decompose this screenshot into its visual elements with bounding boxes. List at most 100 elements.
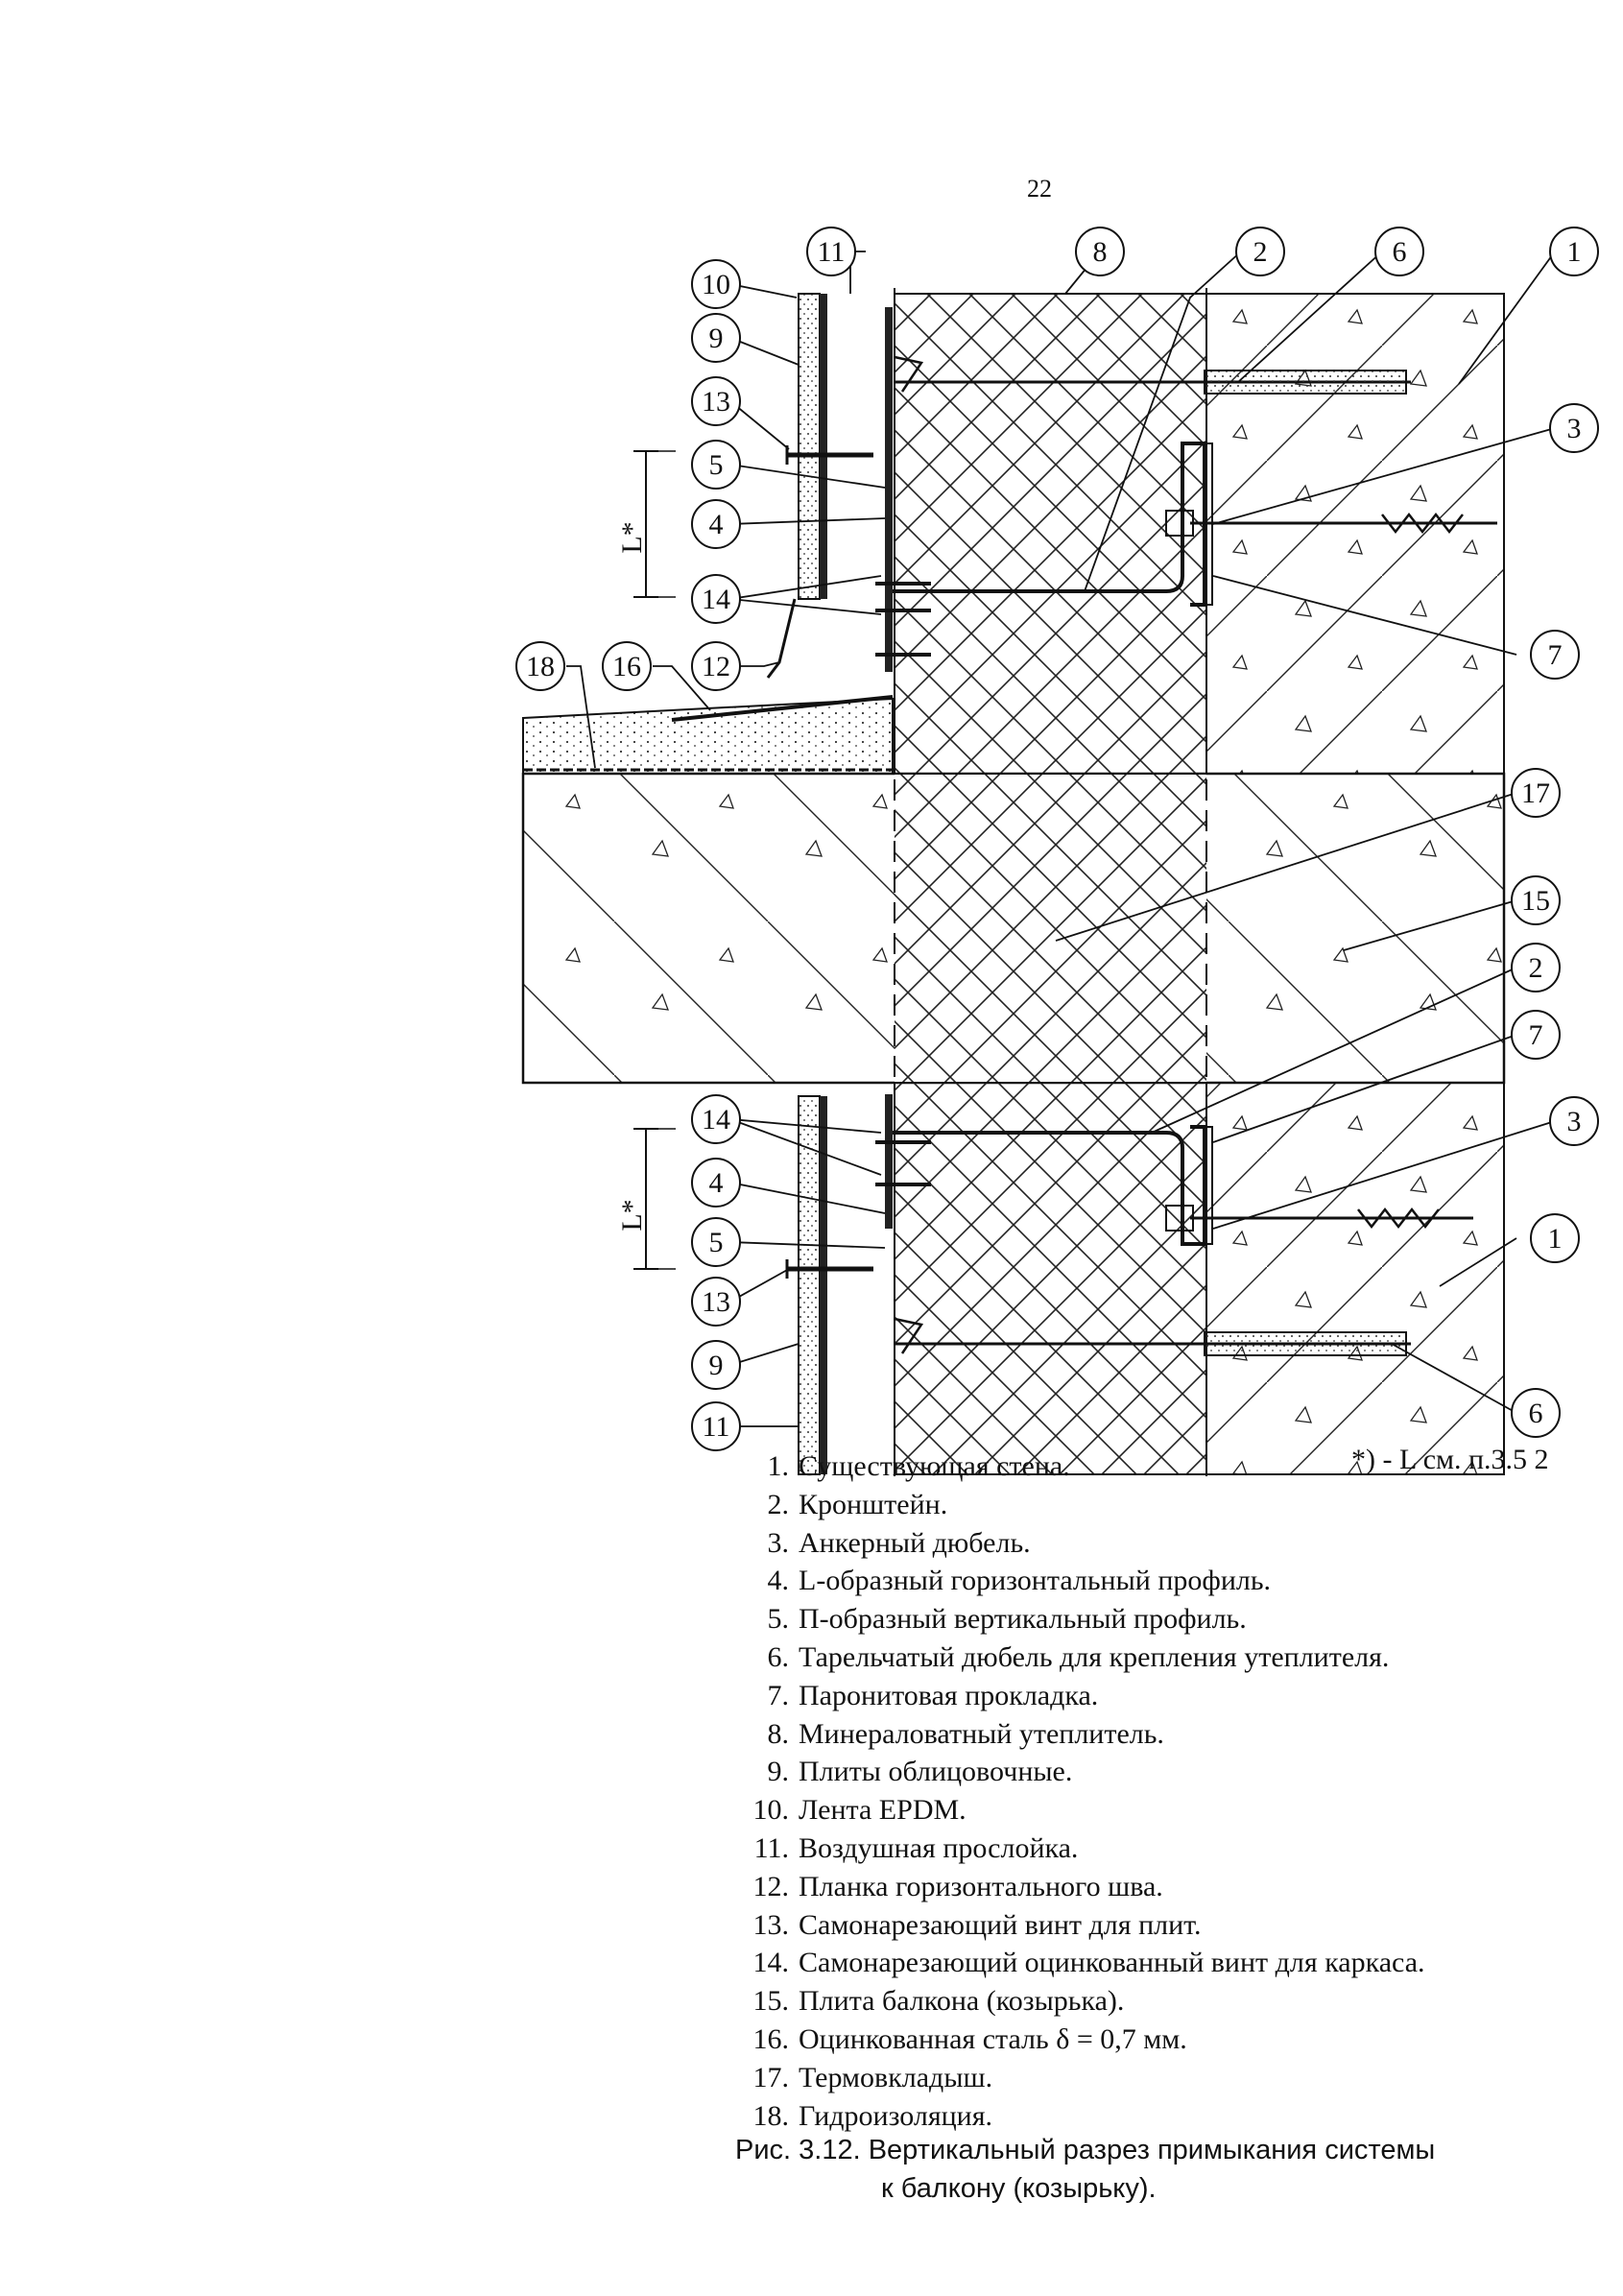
callout-17: 17: [1511, 768, 1561, 818]
legend-item: 17. Термовкладыш.: [739, 2059, 1425, 2097]
legend-item-text: Минераловатный утеплитель.: [799, 1717, 1164, 1750]
legend-item-text: Паронитовая прокладка.: [799, 1679, 1099, 1711]
legend-item-text: Оцинкованная сталь δ = 0,7 мм.: [799, 2022, 1187, 2055]
svg-text:5: 5: [709, 1227, 724, 1258]
svg-text:12: 12: [702, 651, 730, 682]
legend-item-number: 8.: [767, 1717, 790, 1750]
existing-wall-upper: [1205, 293, 1505, 775]
footnote: *) - L см. п.3.5 2: [1351, 1444, 1549, 1475]
legend-item-number: 7.: [767, 1679, 790, 1711]
callout-11-upper: 11: [806, 227, 856, 276]
legend-item: 14.Самонарезающий оцинкованный винт для …: [739, 1944, 1425, 1982]
svg-text:2: 2: [1529, 952, 1543, 984]
legend-item-text: Гидроизоляция.: [799, 2099, 993, 2132]
svg-text:4: 4: [709, 509, 724, 540]
cladding-panel-upper: [798, 293, 821, 600]
legend-item-text: Кронштейн.: [799, 1488, 948, 1520]
svg-text:10: 10: [702, 269, 730, 300]
legend-item-number: 1.: [767, 1450, 790, 1482]
anchor-dowel-lower: [1165, 1205, 1473, 1232]
callout-13-lower: 13: [691, 1277, 741, 1327]
anchor-dowel-upper: [1165, 510, 1497, 537]
panel-screw-lower: [785, 1259, 873, 1279]
svg-text:1: 1: [1567, 236, 1582, 268]
svg-text:14: 14: [702, 1104, 730, 1136]
legend-item-text: Существующая стена.: [799, 1450, 1070, 1482]
svg-text:7: 7: [1548, 639, 1563, 671]
legend-item: 9. Плиты облицовочные.: [739, 1753, 1425, 1791]
legend-item: 10. Лента EPDM.: [739, 1791, 1425, 1830]
legend-item-text: Плита балкона (козырька).: [799, 1985, 1125, 2018]
dimension-label-lower: L*: [616, 1199, 648, 1231]
legend-item: 2. Кронштейн.: [739, 1486, 1425, 1524]
legend-item-number: 4.: [767, 1565, 790, 1597]
svg-text:1: 1: [1548, 1223, 1563, 1255]
legend-item-number: 3.: [767, 1526, 790, 1559]
callout-7-lower: 7: [1511, 1010, 1561, 1060]
svg-text:9: 9: [709, 323, 724, 354]
thermal-insert-hatch: [895, 774, 1206, 1083]
galvanized-flashing: [671, 695, 894, 722]
svg-text:6: 6: [1529, 1398, 1543, 1429]
legend-item-number: 16.: [752, 2022, 790, 2055]
legend-item-text: L-образный горизонтальный профиль.: [799, 1565, 1272, 1597]
legend-item-number: 12.: [752, 1870, 790, 1902]
callout-1-lower: 1: [1530, 1213, 1580, 1263]
paronite-gasket-lower: [1204, 1126, 1213, 1245]
horizontal-joint-strip: [766, 598, 797, 679]
callout-4-upper: 4: [691, 499, 741, 549]
legend-item-number: 17.: [752, 2061, 790, 2093]
svg-text:11: 11: [703, 1411, 730, 1443]
legend-item: 7. Паронитовая прокладка.: [739, 1677, 1425, 1715]
vertical-profile-upper: [885, 307, 893, 672]
legend-item-number: 6.: [767, 1640, 790, 1673]
legend-item-text: Самонарезающий винт для плит.: [799, 1908, 1202, 1941]
legend-item-text: Термовкладыш.: [799, 2061, 993, 2093]
callout-14-lower: 14: [691, 1094, 741, 1144]
insulation-lower: [894, 1082, 1207, 1475]
legend-item-number: 14.: [752, 1947, 790, 1979]
legend-item: 3.Анкерный дюбель.: [739, 1524, 1425, 1563]
legend-item-text: Плиты облицовочные.: [799, 1756, 1073, 1788]
legend-item-text: Тарельчатый дюбель для крепления утеплит…: [799, 1640, 1390, 1673]
legend-item: 15.Плита балкона (козырька).: [739, 1982, 1425, 2021]
svg-text:16: 16: [612, 651, 641, 682]
callout-16: 16: [602, 641, 652, 691]
dimension-upper: [633, 450, 676, 598]
callout-14-upper: 14: [691, 574, 741, 624]
svg-text:11: 11: [818, 236, 846, 268]
epdm-tape-upper: [820, 294, 827, 599]
callout-10: 10: [691, 259, 741, 309]
callout-3-lower: 3: [1549, 1096, 1599, 1146]
svg-text:7: 7: [1529, 1019, 1543, 1051]
callout-11-lower: 11: [691, 1401, 741, 1451]
legend-item-number: 10.: [752, 1794, 790, 1827]
callout-9-upper: 9: [691, 313, 741, 363]
legend-item: 11.Воздушная прослойка.: [739, 1830, 1425, 1868]
callout-2-lower: 2: [1511, 943, 1561, 993]
svg-text:6: 6: [1393, 236, 1407, 268]
legend-item-text: Планка горизонтального шва.: [799, 1870, 1163, 1902]
bracket-upper: [893, 442, 1206, 607]
legend-item-number: 2.: [767, 1488, 790, 1520]
callout-4-lower: 4: [691, 1158, 741, 1208]
legend-item-number: 9.: [767, 1756, 790, 1788]
svg-text:15: 15: [1521, 885, 1550, 917]
vertical-profile-lower: [885, 1094, 893, 1229]
legend-item-text: Лента EPDM.: [799, 1794, 967, 1827]
legend-item-text: Воздушная прослойка.: [799, 1831, 1079, 1864]
svg-text:5: 5: [709, 449, 724, 481]
disc-dowel-lower: [894, 1317, 1411, 1356]
callout-6-upper: 6: [1374, 227, 1424, 276]
callout-8: 8: [1075, 227, 1125, 276]
dimension-lower: [633, 1128, 676, 1270]
callout-6-lower: 6: [1511, 1388, 1561, 1438]
callout-13-upper: 13: [691, 376, 741, 426]
svg-text:2: 2: [1253, 236, 1268, 268]
legend-item: 18.Гидроизоляция.: [739, 2097, 1425, 2136]
svg-text:4: 4: [709, 1167, 724, 1199]
legend-item: 12. Планка горизонтального шва.: [739, 1868, 1425, 1906]
legend-item: 13.Самонарезающий винт для плит.: [739, 1906, 1425, 1945]
callout-18: 18: [515, 641, 565, 691]
